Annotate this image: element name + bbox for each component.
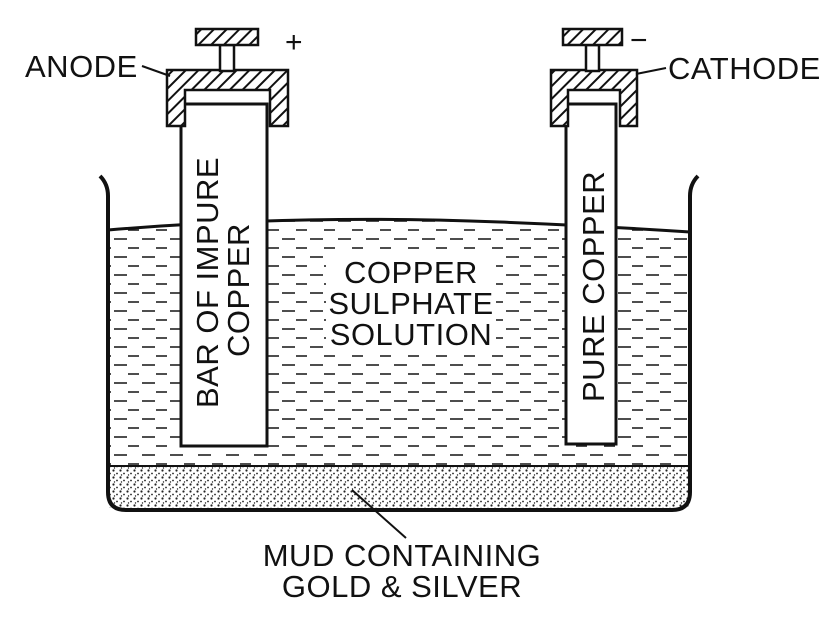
cathode-terminal-stem [584, 43, 601, 73]
cathode-leader-line [635, 67, 667, 75]
anode-polarity-sign: + [285, 26, 303, 59]
mud-label-line1: MUD CONTAINING [263, 538, 542, 573]
mud-leader-line [351, 489, 407, 539]
solution-label: COPPER SULPHATE SOLUTION [326, 254, 496, 352]
anode-bar [179, 102, 269, 448]
cathode-clamp [549, 68, 639, 128]
anode-terminal-stem [218, 43, 236, 73]
beaker [98, 174, 700, 512]
solution-label-line1: COPPER [344, 255, 478, 290]
mud-label-line2: GOLD & SILVER [282, 569, 522, 604]
cathode-electrode [549, 27, 639, 446]
cathode-bar-label: PURE COPPER [576, 171, 611, 402]
solution-label-line2: SULPHATE [328, 286, 493, 321]
anode-label: ANODE [25, 49, 138, 84]
solution-label-line3: SOLUTION [330, 317, 492, 352]
cathode-terminal-cap [561, 27, 624, 47]
anode-leader-line [141, 65, 171, 77]
anode-clamp [165, 68, 290, 128]
mud-layer [108, 466, 690, 508]
cathode-label: CATHODE [668, 51, 821, 86]
anode-bar-label-line1: BAR OF IMPURE [190, 157, 225, 408]
anode-electrode [165, 27, 290, 448]
anode-terminal-cap [194, 27, 260, 47]
cathode-polarity-sign: − [630, 24, 648, 57]
anode-bar-label-line2: COPPER [221, 223, 256, 357]
